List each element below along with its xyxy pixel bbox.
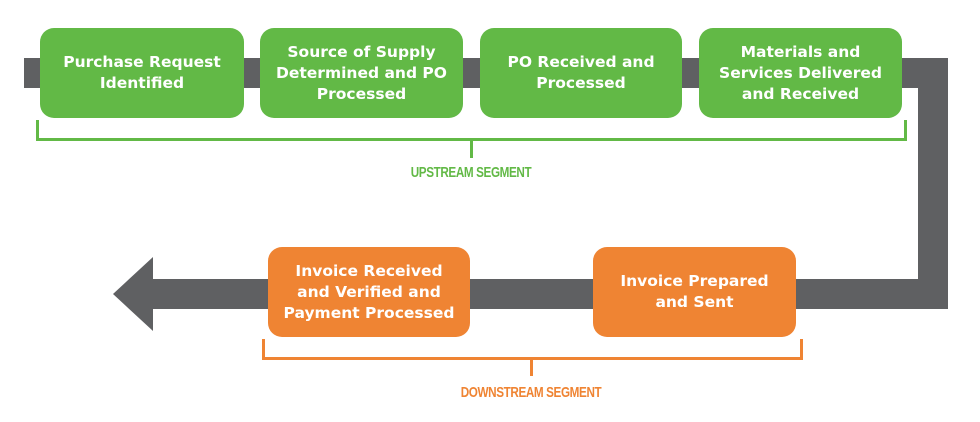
- step-label: PO Received and Processed: [507, 53, 655, 92]
- upstream-step-po-received: PO Received and Processed: [480, 28, 682, 118]
- downstream-segment-label: DOWNSTREAM SEGMENT: [460, 384, 602, 401]
- upstream-step-source-of-supply: Source of Supply Determined and PO Proce…: [260, 28, 463, 118]
- flow-connector-right: [918, 58, 948, 309]
- arrowhead-shape: [113, 257, 153, 331]
- step-label: Materials and Services Delivered and Rec…: [719, 42, 882, 103]
- upstream-step-purchase-request: Purchase Request Identified: [40, 28, 244, 118]
- upstream-bracket-right: [904, 120, 907, 141]
- downstream-bracket-base: [262, 357, 803, 360]
- downstream-bracket-right: [800, 339, 803, 360]
- upstream-bracket-left: [36, 120, 39, 141]
- arrow-left-icon: [113, 257, 153, 331]
- step-label: Invoice Prepared and Sent: [620, 272, 769, 311]
- step-label: Source of Supply Determined and PO Proce…: [276, 42, 447, 103]
- downstream-bracket-tick: [530, 359, 533, 376]
- upstream-bracket-base: [36, 138, 907, 141]
- upstream-step-materials-delivered: Materials and Services Delivered and Rec…: [699, 28, 902, 118]
- downstream-bracket-left: [262, 339, 265, 360]
- step-label: Purchase Request Identified: [63, 53, 221, 92]
- upstream-segment-label: UPSTREAM SEGMENT: [410, 164, 532, 181]
- upstream-bracket-tick: [470, 140, 473, 158]
- downstream-step-invoice-prepared: Invoice Prepared and Sent: [593, 247, 796, 337]
- step-label: Invoice Received and Verified and Paymen…: [283, 261, 455, 322]
- downstream-step-invoice-received: Invoice Received and Verified and Paymen…: [268, 247, 470, 337]
